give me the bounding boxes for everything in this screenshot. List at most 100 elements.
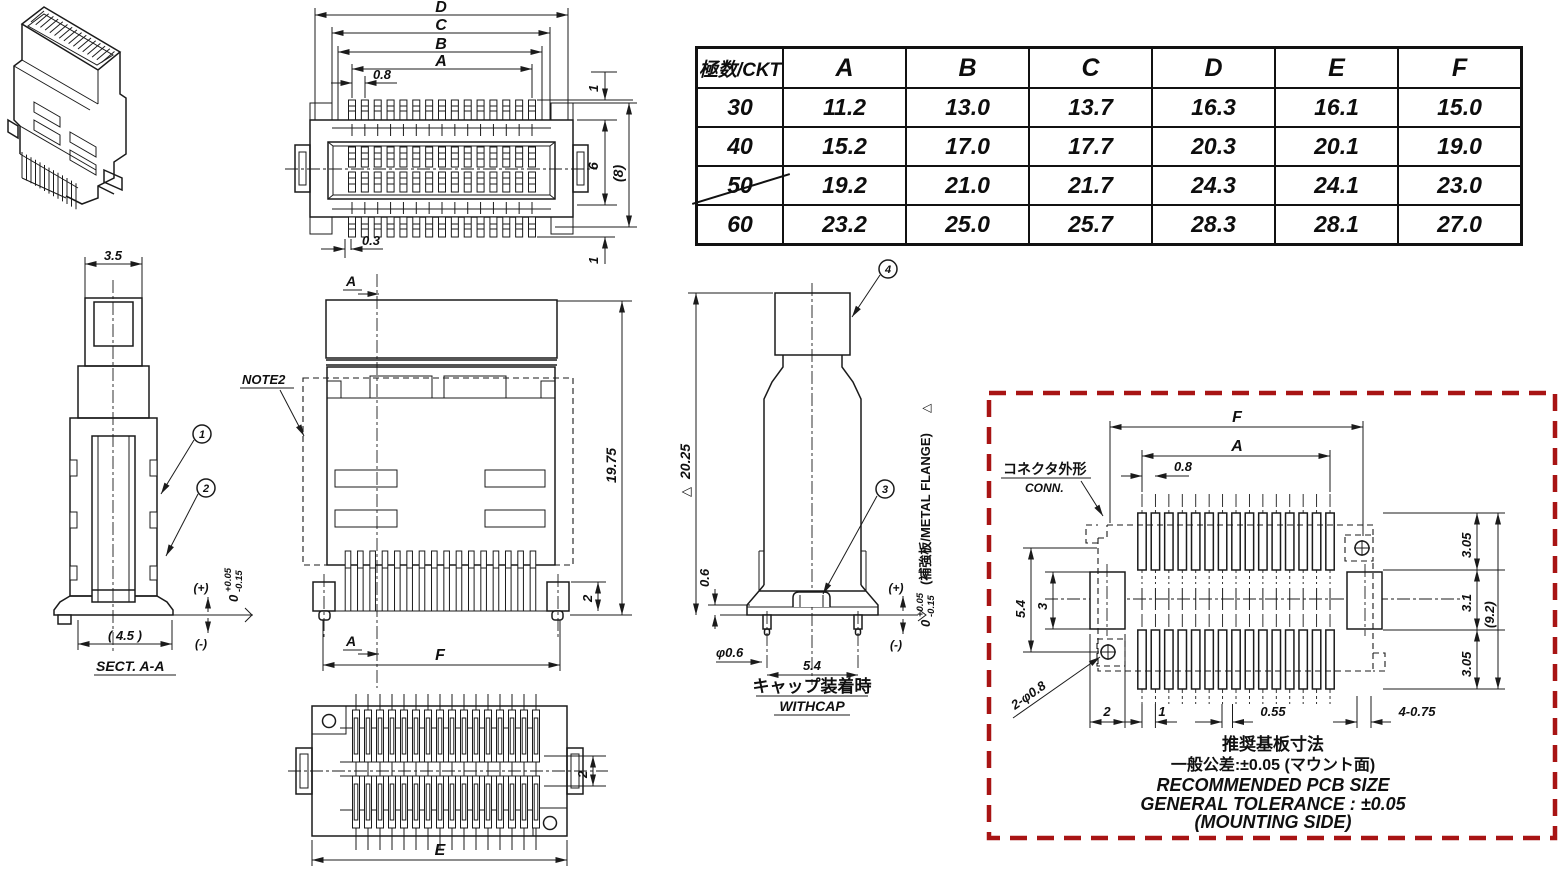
pcb-dim-f: F: [1232, 409, 1243, 426]
pcb-dim-edge: 2: [1102, 704, 1111, 719]
cell: 15.2: [782, 126, 907, 167]
plan-view-drawing: D C B A 0.8 0.3 1: [285, 0, 637, 264]
pcb-dim-row-top: 3.05: [1459, 532, 1474, 558]
pcb-caption-en1: RECOMMENDED PCB SIZE: [1156, 775, 1390, 795]
cell-ckt: 40: [695, 126, 784, 167]
callout-3: 3: [882, 484, 888, 496]
dim-width-f: F: [435, 647, 446, 664]
cell: 24.1: [1274, 165, 1399, 206]
cell: 24.3: [1151, 165, 1276, 206]
table-row: 60 23.2 25.0 25.7 28.3 28.1 27.0: [695, 204, 1523, 246]
isometric-view-drawing: [7, 6, 127, 210]
col-header-c: C: [1028, 46, 1153, 89]
callout-2: 2: [202, 483, 209, 495]
pcb-caption-jp2: 一般公差:±0.05 (マウント面): [1171, 755, 1375, 774]
pcb-dim-corner-pad: 4-0.75: [1398, 704, 1437, 719]
dim-pitch: 0.8: [373, 67, 392, 82]
cell: 21.0: [905, 165, 1030, 206]
cell: 16.3: [1151, 87, 1276, 128]
pcb-dim-center: 3.1: [1459, 594, 1474, 612]
svg-text:(補強板/METAL FLANGE): (補強板/METAL FLANGE): [918, 433, 933, 585]
svg-text:20.25: 20.25: [677, 444, 693, 480]
pcb-recommendation-border: [986, 390, 1558, 841]
cell: 20.3: [1151, 126, 1276, 167]
cell: 28.3: [1151, 204, 1276, 246]
cell: 16.1: [1274, 87, 1399, 128]
svg-text:△: △: [919, 403, 933, 413]
withcap-caption-jp: キャップ装着時: [753, 676, 872, 696]
pcb-dim-pad-len: 3: [1035, 602, 1050, 610]
pcb-dim-overall: (9.2): [1482, 601, 1497, 628]
callout-4: 4: [884, 264, 891, 276]
cell: 25.0: [905, 204, 1030, 246]
dim-lead-top: 1: [586, 85, 601, 92]
cell-ckt: 60: [695, 204, 784, 246]
cell: 20.1: [1274, 126, 1399, 167]
datum-plus: (+): [889, 581, 904, 595]
flange-note: 0 +0.05 -0.15 (補強板/METAL FLANGE) △: [915, 403, 937, 627]
dim-height: 19.75: [603, 448, 619, 483]
table-header-row: 極数/CKT A B C D E F: [695, 46, 1523, 89]
dim-offset: 0.3: [362, 233, 381, 248]
svg-text:+0.05: +0.05: [915, 592, 926, 617]
dim-pin-span: 5.4: [803, 658, 822, 673]
pcb-caption-en3: (MOUNTING SIDE): [1195, 812, 1352, 832]
cell: 28.1: [1274, 204, 1399, 246]
bottom-view-drawing: 2 E: [288, 694, 608, 866]
cell: 25.7: [1028, 204, 1153, 246]
col-header-f: F: [1397, 46, 1523, 89]
note2-label: NOTE2: [242, 372, 286, 387]
outline-label-jp: コネクタ外形: [1003, 461, 1086, 477]
callout-1: 1: [199, 429, 205, 441]
dim-row-pitch: 2: [575, 770, 590, 779]
svg-text:0: 0: [918, 619, 933, 627]
svg-text:0: 0: [226, 594, 241, 602]
cell: 27.0: [1397, 204, 1523, 246]
col-header-e: E: [1274, 46, 1399, 89]
dim-pin-dia: φ0.6: [716, 645, 744, 660]
dim-c: C: [435, 17, 447, 34]
ckt-dimension-table: 極数/CKT A B C D E F 30 11.2 13.0 13.7 16.…: [691, 46, 1523, 246]
front-view-drawing: A NOTE2 19.75 2 A F: [240, 273, 632, 688]
cell: 11.2: [782, 87, 907, 128]
withcap-view-drawing: 4 3 △ 20.25 0.6 φ0.6 5.4 (+) (-) 0 +0.05: [677, 259, 937, 716]
cell: 15.0: [1397, 87, 1523, 128]
col-header-b: B: [905, 46, 1030, 89]
dim-cap-width: 3.5: [104, 248, 123, 263]
dim-width-e: E: [435, 842, 447, 859]
pcb-layout-drawing: F A 0.8 コネクタ外形 CONN. 5.4 3 2-φ0.8 3.05 3…: [986, 390, 1558, 841]
dim-lead-bottom: 1: [586, 257, 601, 264]
cell: 19.0: [1397, 126, 1523, 167]
col-header-d: D: [1151, 46, 1276, 89]
svg-text:+0.05: +0.05: [223, 567, 234, 592]
pcb-caption-jp1: 推奨基板寸法: [1222, 734, 1324, 754]
svg-text:-0.15: -0.15: [234, 570, 245, 592]
cell-ckt-struck: 50: [691, 165, 791, 206]
section-view-drawing: 3.5 1 2 (+) (-) 0 +0.05 -0.15: [53, 248, 253, 676]
section-marker-bottom: A: [345, 633, 356, 649]
datum-minus: (-): [195, 637, 207, 651]
cell: 17.7: [1028, 126, 1153, 167]
datum-minus: (-): [890, 638, 902, 652]
dim-b: B: [435, 36, 447, 53]
pcb-dim-lead: 1: [1158, 704, 1165, 719]
svg-text:△: △: [678, 487, 693, 497]
pcb-dim-a: A: [1230, 438, 1243, 455]
tolerance-note: 0 +0.05 -0.15: [223, 567, 245, 602]
cell-ckt: 30: [695, 87, 784, 128]
dim-body: 6: [585, 162, 601, 170]
cell: 23.0: [1397, 165, 1523, 206]
dim-standoff: 2: [580, 594, 595, 603]
pcb-caption-en2: GENERAL TOLERANCE : ±0.05: [1140, 794, 1406, 814]
cell: 13.0: [905, 87, 1030, 128]
col-header-a: A: [782, 46, 907, 89]
pcb-dim-hole-span: 5.4: [1013, 599, 1028, 618]
dim-body-ref: (8): [610, 165, 626, 182]
pcb-dim-pitch: 0.8: [1174, 459, 1193, 474]
pcb-dim-row-bottom: 3.05: [1459, 651, 1474, 677]
table-row: 30 11.2 13.0 13.7 16.3 16.1 15.0: [695, 87, 1523, 128]
cell: 17.0: [905, 126, 1030, 167]
withcap-caption-en: WITHCAP: [779, 698, 845, 714]
svg-text:-0.15: -0.15: [926, 595, 937, 617]
